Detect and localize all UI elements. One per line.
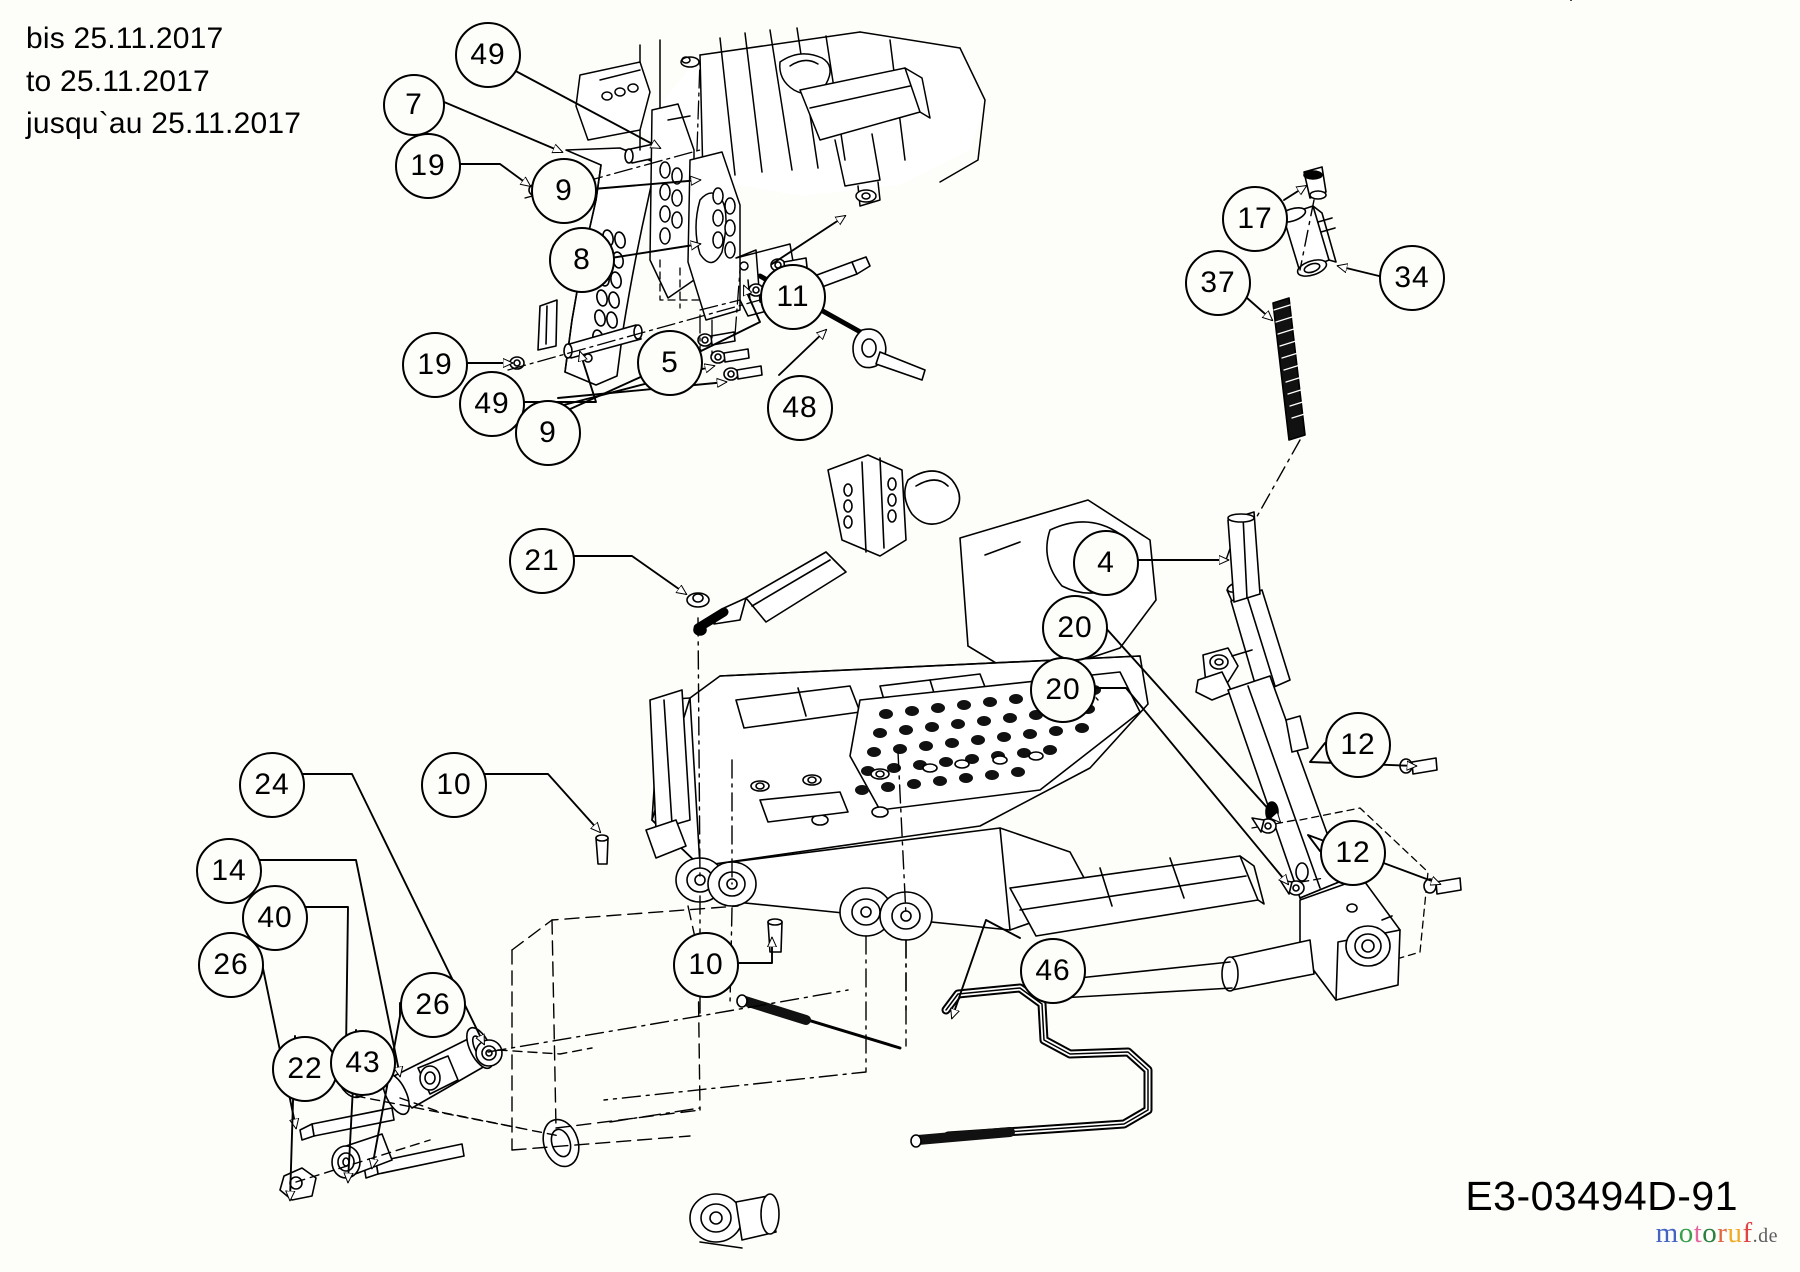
callout-37[interactable]: 37 [1185,250,1251,316]
callout-9[interactable]: 9 [515,400,581,466]
callout-34[interactable]: 34 [1379,245,1445,311]
bolt-10-upper [595,834,609,865]
control-lever-4 [1059,511,1401,1001]
callout-10[interactable]: 10 [673,932,739,998]
watermark-letter-m: m [1655,1217,1679,1249]
handle-knob-cap [1303,166,1327,200]
lever-bolt-20b [1279,879,1305,896]
bushing-43 [331,1133,393,1179]
push-rod-lower [736,994,902,1050]
watermark-letter-f: f [1742,1217,1753,1249]
callout-26[interactable]: 26 [198,932,264,998]
callout-19[interactable]: 19 [395,133,461,199]
callout-26[interactable]: 26 [400,972,466,1038]
callout-20[interactable]: 20 [1030,657,1096,723]
callout-12[interactable]: 12 [1320,820,1386,886]
site-watermark: motoruf.de [1656,1217,1778,1250]
screw-12-lower [1423,877,1462,895]
watermark-tld: .de [1752,1225,1778,1247]
header-line-french: jusqu`au 25.11.2017 [26,107,302,141]
screw-21-target [686,592,710,608]
chassis-frame-top [575,27,986,321]
callout-48[interactable]: 48 [767,375,833,441]
callout-11[interactable]: 11 [760,264,826,330]
callout-49[interactable]: 49 [455,22,521,88]
watermark-letter-o1: o [1678,1217,1694,1249]
drawing-part-number: E3-03494D-91 [1465,1173,1738,1219]
callout-40[interactable]: 40 [242,885,308,951]
washer-24-target [475,1039,503,1067]
watermark-letter-r: r [1717,1217,1728,1249]
callout-21[interactable]: 21 [509,528,575,594]
callout-22[interactable]: 22 [272,1036,338,1102]
assembly-axis-lines-top-2 [659,259,701,309]
date-validity-header: bis 25.11.2017 to 25.11.2017 jusqu`au 25… [26,18,301,146]
callout-8[interactable]: 8 [549,227,615,293]
callout-4[interactable]: 4 [1073,530,1139,596]
watermark-letter-t: t [1693,1217,1703,1249]
washer-loose [542,1118,580,1168]
lift-bar-46 [910,983,1153,1148]
lowerleft-axis-lines [295,1047,593,1183]
callout-14[interactable]: 14 [196,838,262,904]
assembly-axis-lines-top [507,59,761,371]
callout-24[interactable]: 24 [239,752,305,818]
bolt-cluster-lower [697,257,818,381]
header-line-english: to 25.11.2017 [26,64,210,98]
callout-19[interactable]: 19 [402,332,468,398]
watermark-letter-u: u [1727,1217,1743,1249]
callout-20[interactable]: 20 [1042,595,1108,661]
callout-12[interactable]: 12 [1325,712,1391,778]
nut-22 [279,1167,317,1201]
callout-49[interactable]: 49 [459,371,525,437]
callout-43[interactable]: 43 [330,1030,396,1096]
callout-7[interactable]: 7 [383,74,445,136]
callout-46[interactable]: 46 [1020,938,1086,1004]
callout-9[interactable]: 9 [531,158,597,224]
header-line-german: bis 25.11.2017 [26,22,224,55]
watermark-letter-o2: o [1702,1217,1718,1249]
callout-10[interactable]: 10 [421,752,487,818]
pin-26-upper [299,1107,395,1141]
callout-5[interactable]: 5 [637,330,703,396]
threaded-rod-37 [1272,297,1309,441]
callout-17[interactable]: 17 [1222,186,1288,252]
axle-hub-bottom [689,1193,780,1249]
spacer-sleeve-lower [563,324,643,359]
